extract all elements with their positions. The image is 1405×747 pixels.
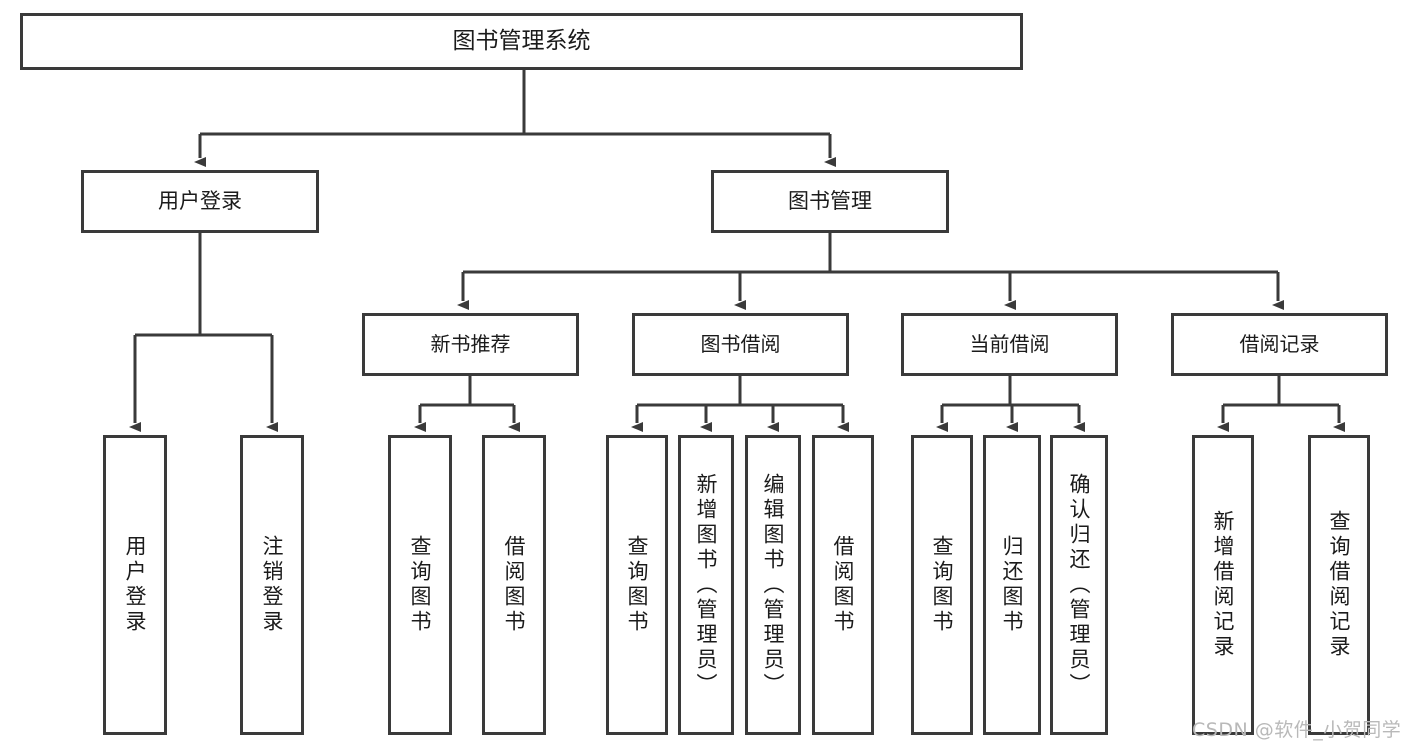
- node-user-login[interactable]: 用户登录: [81, 170, 319, 233]
- node-leaf-logout[interactable]: 注销登录: [240, 435, 304, 735]
- node-book-borrow[interactable]: 图书借阅: [632, 313, 849, 376]
- node-leaf-add-book-admin[interactable]: 新增图书（管理员）: [678, 435, 734, 735]
- node-leaf-user-login[interactable]: 用户登录: [103, 435, 167, 735]
- node-borrow-record[interactable]: 借阅记录: [1171, 313, 1388, 376]
- node-leaf-borrow-book-1[interactable]: 借阅图书: [482, 435, 546, 735]
- node-leaf-add-borrow-record[interactable]: 新增借阅记录: [1192, 435, 1254, 735]
- node-leaf-query-book-3[interactable]: 查询图书: [911, 435, 973, 735]
- node-leaf-query-book-2[interactable]: 查询图书: [606, 435, 668, 735]
- node-leaf-borrow-book-2[interactable]: 借阅图书: [812, 435, 874, 735]
- node-book-management[interactable]: 图书管理: [711, 170, 949, 233]
- node-leaf-query-book-1[interactable]: 查询图书: [388, 435, 452, 735]
- csdn-watermark: CSDN @软件_小贺同学: [1192, 719, 1402, 741]
- node-leaf-edit-book-admin[interactable]: 编辑图书（管理员）: [745, 435, 801, 735]
- node-leaf-query-borrow-record[interactable]: 查询借阅记录: [1308, 435, 1370, 735]
- node-current-borrow[interactable]: 当前借阅: [901, 313, 1118, 376]
- node-leaf-return-book[interactable]: 归还图书: [983, 435, 1041, 735]
- node-book-management-system[interactable]: 图书管理系统: [20, 13, 1023, 70]
- node-leaf-confirm-return-admin[interactable]: 确认归还（管理员）: [1050, 435, 1108, 735]
- node-new-book-recommend[interactable]: 新书推荐: [362, 313, 579, 376]
